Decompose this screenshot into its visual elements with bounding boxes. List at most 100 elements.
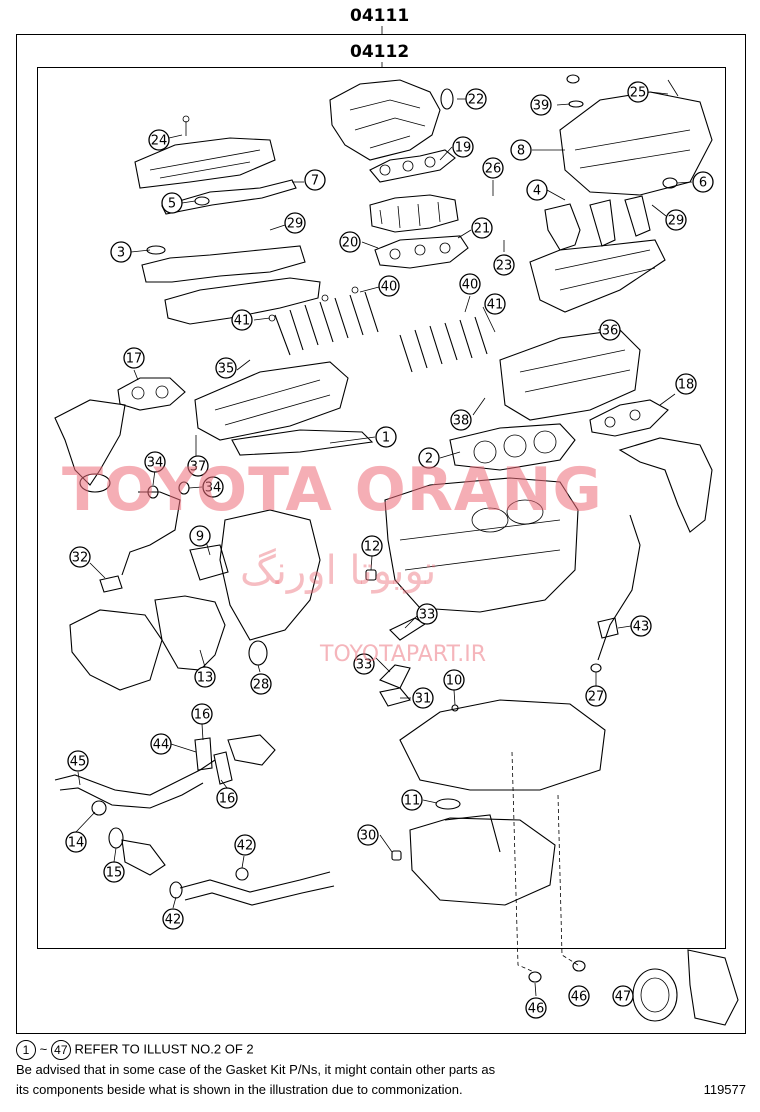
callout-42: 42 bbox=[234, 834, 256, 856]
callout-number: 12 bbox=[364, 540, 381, 555]
advisory-note-line-2: its components beside what is shown in t… bbox=[16, 1082, 463, 1097]
ref-to-callout: 47 bbox=[50, 1040, 71, 1060]
callout-number: 40 bbox=[381, 280, 398, 295]
callout-number: 32 bbox=[72, 551, 89, 566]
inner-kit-frame bbox=[37, 67, 726, 949]
callout-number: 46 bbox=[528, 1002, 545, 1017]
callout-5: 5 bbox=[161, 192, 183, 214]
callout-21: 21 bbox=[471, 217, 493, 239]
callout-number: 2 bbox=[425, 452, 433, 467]
callout-number: 41 bbox=[234, 314, 251, 329]
callout-34: 34 bbox=[144, 451, 166, 473]
callout-47: 47 bbox=[612, 985, 634, 1007]
callout-number: 18 bbox=[678, 378, 695, 393]
callout-number: 44 bbox=[153, 738, 170, 753]
callout-25: 25 bbox=[627, 81, 649, 103]
callout-45: 45 bbox=[67, 750, 89, 772]
callout-32: 32 bbox=[69, 546, 91, 568]
callout-40: 40 bbox=[459, 273, 481, 295]
ref-from-callout: 1 bbox=[16, 1040, 36, 1060]
callout-30: 30 bbox=[357, 824, 379, 846]
callout-number: 42 bbox=[237, 839, 254, 854]
callout-number: 30 bbox=[360, 829, 377, 844]
callout-15: 15 bbox=[103, 861, 125, 883]
callout-19: 19 bbox=[452, 136, 474, 158]
callout-9: 9 bbox=[189, 525, 211, 547]
callout-41: 41 bbox=[231, 309, 253, 331]
callout-number: 13 bbox=[197, 671, 214, 686]
callout-number: 42 bbox=[165, 913, 182, 928]
callout-13: 13 bbox=[194, 666, 216, 688]
callout-29: 29 bbox=[284, 212, 306, 234]
callout-number: 31 bbox=[415, 692, 432, 707]
callout-8: 8 bbox=[510, 139, 532, 161]
callout-7: 7 bbox=[304, 169, 326, 191]
callout-number: 40 bbox=[462, 278, 479, 293]
outer-kit-number: 04111 bbox=[350, 6, 410, 26]
callout-number: 14 bbox=[68, 836, 85, 851]
advisory-note-line-1: Be advised that in some case of the Gask… bbox=[16, 1062, 496, 1077]
callout-number: 29 bbox=[668, 214, 685, 229]
callout-4: 4 bbox=[526, 179, 548, 201]
callout-number: 23 bbox=[496, 259, 513, 274]
callout-number: 39 bbox=[533, 99, 550, 114]
callout-6: 6 bbox=[692, 171, 714, 193]
callout-26: 26 bbox=[482, 157, 504, 179]
callout-3: 3 bbox=[110, 241, 132, 263]
callout-leaders bbox=[75, 91, 693, 997]
callout-42: 42 bbox=[162, 908, 184, 930]
callout-number: 11 bbox=[404, 794, 421, 809]
refer-note: 1 ~ 47 REFER TO ILLUST NO.2 OF 2 bbox=[16, 1040, 254, 1060]
callout-number: 34 bbox=[205, 481, 222, 496]
callout-number: 34 bbox=[147, 456, 164, 471]
callout-number: 47 bbox=[615, 990, 632, 1005]
callout-2: 2 bbox=[418, 447, 440, 469]
callout-number: 29 bbox=[287, 217, 304, 232]
callout-18: 18 bbox=[675, 373, 697, 395]
callout-number: 36 bbox=[602, 324, 619, 339]
callout-number: 10 bbox=[446, 674, 463, 689]
callout-number: 3 bbox=[117, 246, 125, 261]
callout-12: 12 bbox=[361, 535, 383, 557]
callout-46: 46 bbox=[525, 997, 547, 1019]
callout-35: 35 bbox=[215, 357, 237, 379]
callout-number: 45 bbox=[70, 755, 87, 770]
callout-number: 16 bbox=[194, 708, 211, 723]
watermark-persian: تویوتا اورنگ bbox=[240, 548, 437, 594]
callout-labels: 1234567891011121314151616171819202122232… bbox=[65, 81, 714, 1019]
callout-43: 43 bbox=[630, 615, 652, 637]
callout-33: 33 bbox=[416, 603, 438, 625]
ref-separator: ~ bbox=[39, 1041, 48, 1057]
callout-39: 39 bbox=[530, 94, 552, 116]
callout-number: 33 bbox=[419, 608, 436, 623]
callout-46: 46 bbox=[568, 985, 590, 1007]
callout-number: 17 bbox=[126, 352, 143, 367]
callout-29: 29 bbox=[665, 209, 687, 231]
callout-33: 33 bbox=[353, 653, 375, 675]
ref-text: REFER TO ILLUST NO.2 OF 2 bbox=[74, 1041, 254, 1057]
callout-number: 46 bbox=[571, 990, 588, 1005]
callout-number: 4 bbox=[533, 184, 541, 199]
callout-14: 14 bbox=[65, 831, 87, 853]
callout-number: 21 bbox=[474, 222, 491, 237]
callout-number: 43 bbox=[633, 620, 650, 635]
callout-number: 6 bbox=[699, 176, 707, 191]
callout-number: 9 bbox=[196, 530, 204, 545]
callout-number: 26 bbox=[485, 162, 502, 177]
callout-1: 1 bbox=[375, 426, 397, 448]
callout-16: 16 bbox=[216, 787, 238, 809]
callout-number: 38 bbox=[453, 414, 470, 429]
callout-number: 1 bbox=[382, 431, 390, 446]
callout-number: 37 bbox=[190, 460, 207, 475]
callout-number: 35 bbox=[218, 362, 235, 377]
callout-number: 25 bbox=[630, 86, 647, 101]
callout-27: 27 bbox=[585, 685, 607, 707]
callout-number: 20 bbox=[342, 236, 359, 251]
callout-41: 41 bbox=[484, 293, 506, 315]
callout-38: 38 bbox=[450, 409, 472, 431]
callout-44: 44 bbox=[150, 733, 172, 755]
callout-17: 17 bbox=[123, 347, 145, 369]
callout-number: 24 bbox=[151, 134, 168, 149]
callout-number: 8 bbox=[517, 144, 525, 159]
